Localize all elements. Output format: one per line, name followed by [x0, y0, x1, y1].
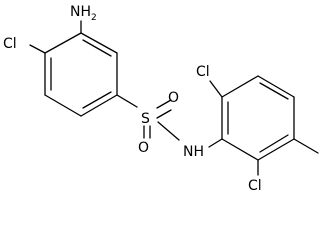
chloro-left-label: Cl	[3, 36, 17, 52]
bond	[208, 138, 223, 148]
right-ring	[221, 75, 295, 161]
bond	[82, 91, 112, 109]
bond	[29, 44, 46, 54]
bond	[293, 138, 319, 154]
amine-label: NH2	[70, 4, 97, 23]
bond	[80, 94, 118, 117]
bond	[80, 32, 118, 54]
oxygen-top-label: O	[168, 90, 179, 106]
sulfur-label: S	[141, 111, 150, 127]
bond	[116, 94, 138, 108]
bond	[221, 75, 259, 98]
molecule-diagram: NH2 Cl S O O NH Cl Cl	[3, 4, 319, 194]
bond	[156, 99, 172, 109]
bond	[44, 94, 82, 117]
bond	[82, 39, 112, 57]
chloro-top-label: Cl	[196, 64, 210, 80]
bond	[257, 138, 295, 161]
bond	[221, 138, 259, 161]
bond	[157, 121, 180, 141]
oxygen-bottom-label: O	[138, 140, 149, 156]
bond	[156, 109, 172, 119]
amide-nh-label: NH	[183, 144, 204, 160]
chloro-bottom-label: Cl	[248, 178, 262, 194]
bond	[44, 32, 82, 54]
bond	[259, 134, 289, 153]
left-ring	[44, 32, 118, 117]
bond	[209, 80, 223, 98]
bond	[257, 75, 295, 98]
structure-canvas: NH2 Cl S O O NH Cl Cl	[3, 4, 319, 194]
bond	[259, 82, 289, 100]
